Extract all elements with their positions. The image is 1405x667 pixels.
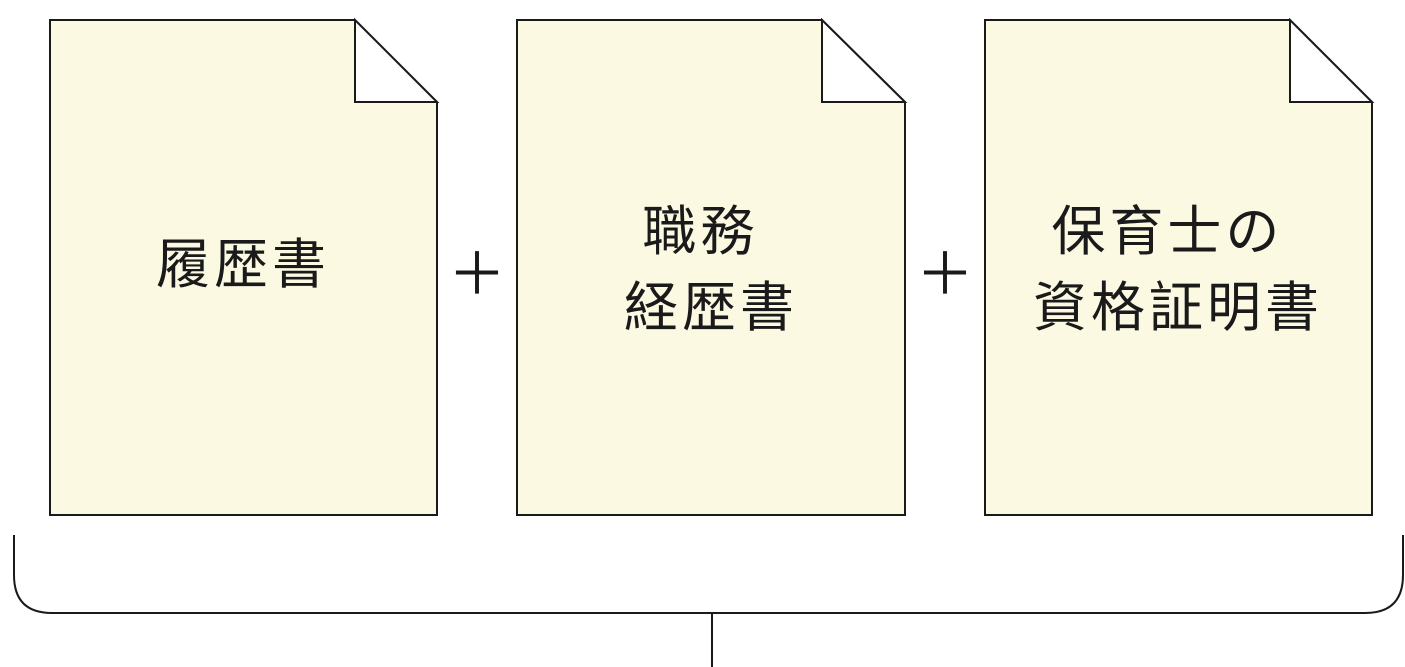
document-icon — [516, 19, 906, 516]
document-icon — [49, 19, 438, 516]
document-1-label: 履歴書 — [156, 233, 330, 296]
plus-icon: ＋ — [916, 240, 974, 308]
document-1-line-1: 履歴書 — [156, 233, 330, 296]
document-3-label: 保育士の 資格証明書 — [1033, 200, 1323, 339]
document-3-line-1: 保育士の — [1051, 200, 1283, 263]
plus-operator-2: ＋ — [916, 240, 974, 308]
folded-corner — [354, 17, 440, 103]
document-1: 履歴書 — [49, 17, 440, 516]
folded-corner — [821, 17, 908, 103]
plus-operator-1: ＋ — [448, 240, 506, 308]
document-3-line-2: 資格証明書 — [1033, 276, 1323, 339]
document-2-line-1: 職務 — [642, 200, 758, 263]
document-2: 職務 経歴書 — [516, 17, 908, 516]
brace-connector — [13, 535, 1404, 614]
document-2-line-2: 経歴書 — [624, 276, 798, 339]
document-2-label: 職務 経歴書 — [624, 200, 798, 339]
document-3: 保育士の 資格証明書 — [984, 17, 1375, 516]
folded-corner — [1289, 17, 1375, 103]
document-icon — [984, 19, 1373, 516]
plus-icon: ＋ — [448, 240, 506, 308]
